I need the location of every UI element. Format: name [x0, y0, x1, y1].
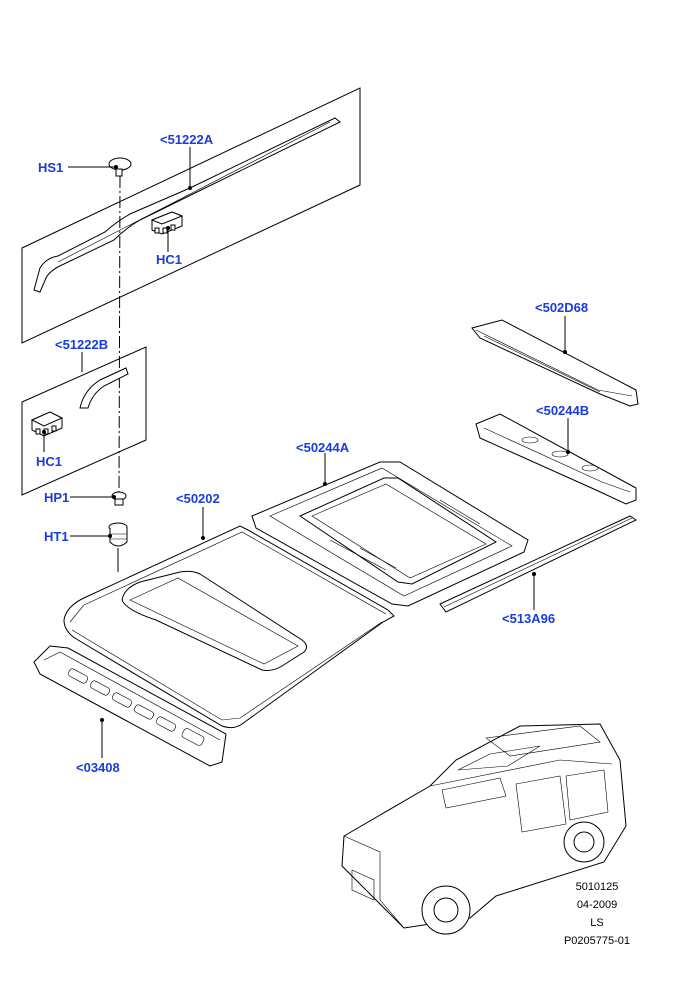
plug-hp1[interactable]: [111, 491, 127, 506]
label-51222b[interactable]: <51222B: [55, 337, 108, 352]
label-502d68[interactable]: <502D68: [535, 300, 588, 315]
meta-ref: P0205775-01: [564, 935, 630, 947]
sunroof-frame-50244a[interactable]: [251, 461, 529, 607]
label-50244b[interactable]: <50244B: [536, 403, 589, 418]
roof-panel-50202[interactable]: [63, 525, 395, 729]
label-hs1[interactable]: HS1: [38, 160, 63, 175]
clip-hc1-top[interactable]: [150, 211, 184, 235]
label-ht1[interactable]: HT1: [44, 529, 69, 544]
label-50244a[interactable]: <50244A: [296, 440, 350, 455]
label-hc1-bottom[interactable]: HC1: [36, 454, 62, 469]
vehicle-illustration: [341, 723, 627, 935]
clip-hc1-bottom[interactable]: [30, 411, 64, 437]
grommet-ht1[interactable]: [108, 522, 128, 572]
meta-date: 04-2009: [577, 899, 617, 911]
group-box-51222b: [21, 346, 147, 496]
roof-trim-51222b[interactable]: [79, 367, 129, 409]
label-51222a[interactable]: <51222A: [160, 132, 214, 147]
leader-dots: [42, 165, 570, 722]
label-513a96[interactable]: <513A96: [502, 611, 555, 626]
seal-strip-513a96[interactable]: [439, 515, 638, 613]
roof-bow-502d68[interactable]: [471, 319, 639, 407]
leader-lines: [43, 147, 569, 758]
label-hc1-top[interactable]: HC1: [156, 252, 182, 267]
group-box-51222a: [21, 87, 361, 344]
header-panel-03408[interactable]: [33, 645, 227, 767]
label-hp1[interactable]: HP1: [44, 490, 69, 505]
roof-rail-trim-51222a[interactable]: [33, 117, 341, 293]
meta-code: 5010125: [576, 881, 619, 893]
assembly-axis-line: [118, 175, 121, 494]
label-03408[interactable]: <03408: [76, 760, 120, 775]
meta-model: LS: [590, 917, 603, 929]
label-50202[interactable]: <50202: [176, 491, 220, 506]
cross-member-50244b[interactable]: [475, 413, 637, 505]
